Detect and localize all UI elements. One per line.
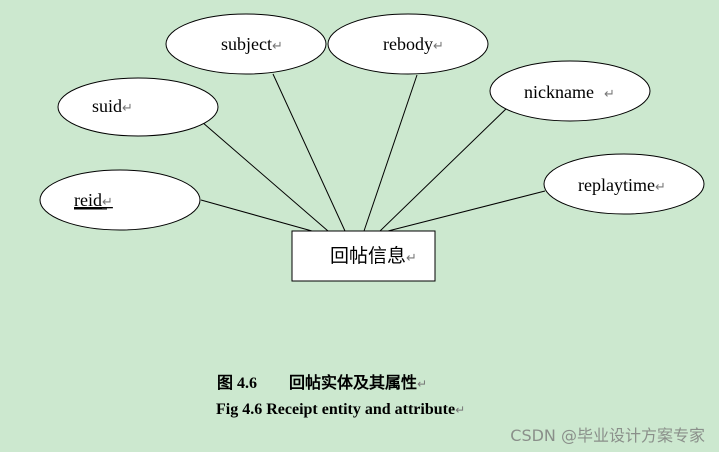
attribute-replaytime-label: replaytime [578, 175, 655, 195]
attribute-nickname-label: nickname [524, 82, 594, 102]
attribute-reid-label: reid [74, 190, 102, 210]
figure-caption-chinese: 图 4.6 回帖实体及其属性↵ [217, 369, 427, 393]
svg-text:reid↵: reid↵ [74, 190, 113, 210]
paragraph-mark: ↵ [272, 39, 283, 54]
paragraph-mark: ↵ [604, 87, 615, 102]
connector-subject [272, 73, 346, 232]
attribute-rebody-ellipse [327, 13, 489, 75]
attribute-suid-ellipse [57, 77, 219, 137]
attribute-rebody-label: rebody [383, 34, 433, 54]
connector-reid [200, 199, 313, 232]
entity-label: 回帖信息 [330, 245, 406, 267]
paragraph-mark: ↵ [102, 195, 113, 210]
connector-rebody [363, 74, 418, 232]
attribute-subject-ellipse [165, 13, 327, 75]
connector-nickname [379, 105, 510, 232]
connector-replaytime [387, 190, 546, 232]
paragraph-mark: ↵ [122, 101, 133, 116]
paragraph-mark: ↵ [417, 377, 428, 391]
svg-text:suid↵: suid↵ [92, 96, 133, 116]
attribute-nickname-ellipse [489, 60, 651, 122]
figure-number: 图 4.6 [217, 375, 258, 392]
svg-text:subject↵: subject↵ [221, 34, 283, 54]
paragraph-mark: ↵ [433, 39, 444, 54]
figure-title-chinese: 回帖实体及其属性 [289, 375, 418, 392]
attribute-subject-label: subject [221, 34, 272, 54]
paragraph-mark: ↵ [406, 251, 417, 266]
connector-suid [201, 121, 329, 232]
svg-text:rebody↵: rebody↵ [383, 34, 444, 54]
figure-caption-english: Fig 4.6 Receipt entity and attribute↵ [216, 401, 465, 419]
attribute-replaytime-ellipse [543, 153, 705, 215]
attribute-reid-ellipse [39, 169, 201, 231]
attribute-suid-label: suid [92, 96, 122, 116]
svg-text:nickname↵: nickname ↵ [524, 82, 615, 102]
paragraph-mark: ↵ [455, 403, 466, 417]
svg-text:replaytime↵: replaytime↵ [578, 175, 666, 195]
paragraph-mark: ↵ [655, 180, 666, 195]
entity-box [291, 230, 436, 282]
watermark-text: CSDN @毕业设计方案专家 [510, 426, 705, 445]
svg-text:回帖信息↵: 回帖信息↵ [330, 245, 417, 267]
figure-title-english: Fig 4.6 Receipt entity and attribute [216, 401, 456, 418]
